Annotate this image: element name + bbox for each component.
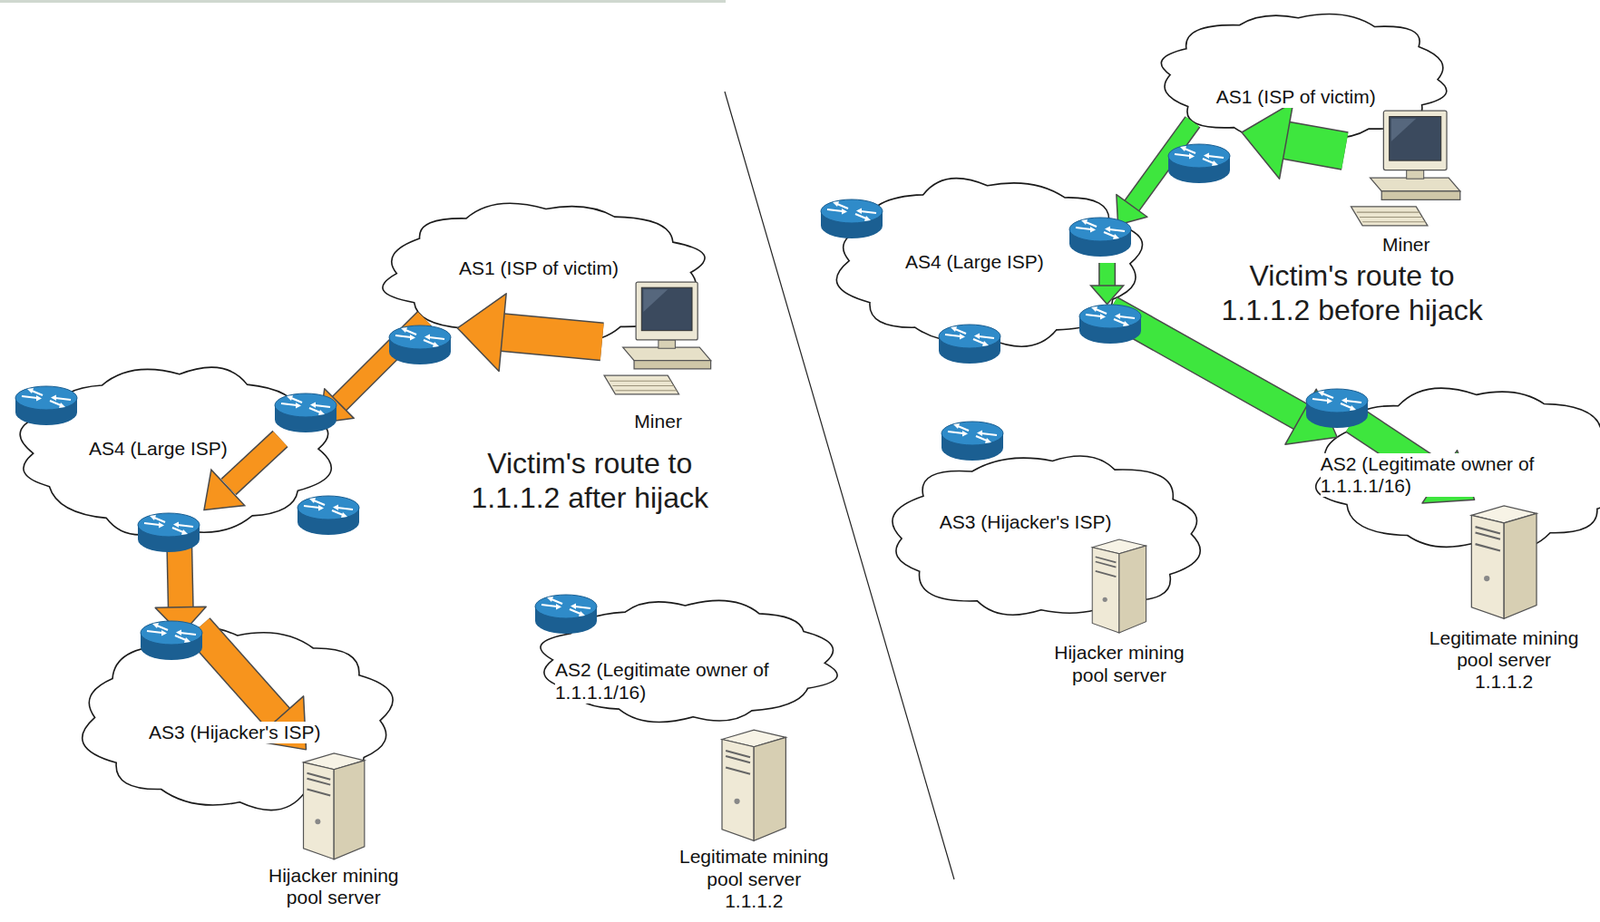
miner-computer: Miner — [1345, 107, 1468, 256]
server-icon — [1087, 532, 1152, 640]
arrow-shaft — [198, 628, 279, 720]
server-icon — [302, 753, 364, 860]
router-icon — [389, 325, 451, 365]
cloud-label: AS1 (ISP of victim) — [1216, 86, 1376, 108]
router-icon — [297, 496, 360, 536]
cloud-label: AS3 (Hijacker's ISP) — [939, 511, 1113, 534]
server-icon — [295, 750, 372, 863]
cloud-label: AS4 (Large ISP) — [905, 251, 1044, 274]
device-label: Hijacker mining pool server — [1043, 642, 1197, 686]
arrow-shaft — [1286, 140, 1346, 152]
route-caption: Victim's route to 1.1.1.2 before hijack — [1216, 259, 1489, 329]
device-label: Legitimate mining pool server 1.1.1.2 — [1427, 627, 1581, 693]
server-icon — [715, 726, 792, 844]
cloud-label: AS2 (Legitimate owner of 1.1.1.1/16) — [555, 659, 782, 703]
route-arrow — [1241, 102, 1346, 180]
computer-icon — [1350, 110, 1460, 226]
cloud-label: AS4 (Large ISP) — [88, 438, 228, 460]
as-cloud: AS3 (Hijacker's ISP)Hijacker mining pool… — [878, 448, 1215, 623]
top-rule — [0, 0, 726, 3]
internal-route-arrow — [1091, 263, 1124, 305]
arrow-shaft — [502, 332, 603, 342]
cloud-label: AS1 (ISP of victim) — [458, 257, 619, 280]
cloud-outline — [891, 456, 1200, 615]
router-icon — [820, 199, 883, 239]
device-label: Miner — [1382, 234, 1431, 256]
cloud-outline — [1316, 388, 1600, 551]
server-icon — [1471, 506, 1537, 619]
route-arrow — [457, 293, 602, 372]
route-caption: Victim's route to 1.1.1.2 after hijack — [453, 447, 726, 517]
server-icon — [1465, 499, 1542, 625]
cloud-label: AS3 (Hijacker's ISP) — [148, 721, 322, 744]
pool-server: Hijacker mining pool server — [1041, 532, 1199, 686]
pool-server: Hijacker mining pool server — [254, 750, 412, 909]
router-icon — [941, 421, 1004, 461]
router-icon — [938, 324, 1001, 364]
pool-server: Legitimate mining pool server 1.1.1.2 — [1425, 499, 1583, 693]
router-icon — [1069, 217, 1132, 257]
router-icon — [15, 386, 78, 426]
computer-icon — [1347, 107, 1465, 232]
as-cloud: AS4 (Large ISP) — [9, 361, 342, 541]
cloud-label: AS2 (Legitimate owner of 1.1.1.1/16) — [1320, 453, 1548, 498]
as-cloud: AS1 (ISP of victim)Miner — [372, 198, 715, 347]
router-icon — [1306, 389, 1368, 429]
computer-icon — [604, 282, 712, 395]
computer-icon — [602, 270, 715, 409]
as-cloud: AS2 (Legitimate owner of 1.1.1.1/16) — [530, 596, 848, 727]
as-cloud: AS4 (Large ISP) — [826, 173, 1153, 352]
route-arrow — [1110, 310, 1337, 446]
as-cloud: AS2 (Legitimate owner of 1.1.1.1/16)Legi… — [1306, 382, 1600, 557]
device-label: Hijacker mining pool server — [256, 865, 410, 909]
pool-server: Legitimate mining pool server 1.1.1.2 — [675, 726, 833, 913]
as-cloud: AS1 (ISP of victim)Miner — [1148, 8, 1460, 147]
as-cloud: AS3 (Hijacker's ISP)Hijacker mining pool… — [71, 622, 404, 817]
router-icon — [1079, 304, 1142, 344]
arrow-outline — [1286, 140, 1346, 152]
arrow-head — [1241, 102, 1294, 180]
server-icon — [721, 730, 786, 841]
device-label: Miner — [634, 410, 683, 433]
router-icon — [137, 513, 200, 553]
server-icon — [1092, 539, 1146, 634]
caption-holder: Victim's route to 1.1.1.2 after hijack — [453, 447, 726, 517]
arrow-outline — [198, 628, 279, 720]
device-label: Legitimate mining pool server 1.1.1.2 — [677, 846, 831, 912]
miner-computer: Miner — [602, 270, 715, 433]
router-icon — [274, 393, 337, 433]
cloud-outline — [19, 368, 332, 537]
arrow-head — [457, 293, 507, 372]
cloud-outline — [540, 601, 838, 723]
cloud-outline — [878, 448, 1215, 623]
arrow-outline — [502, 332, 603, 342]
router-icon — [535, 595, 597, 635]
caption-holder: Victim's route to 1.1.1.2 before hijack — [1216, 259, 1489, 329]
cloud-outline — [837, 178, 1143, 348]
router-icon — [140, 621, 203, 661]
router-icon — [1168, 144, 1230, 184]
